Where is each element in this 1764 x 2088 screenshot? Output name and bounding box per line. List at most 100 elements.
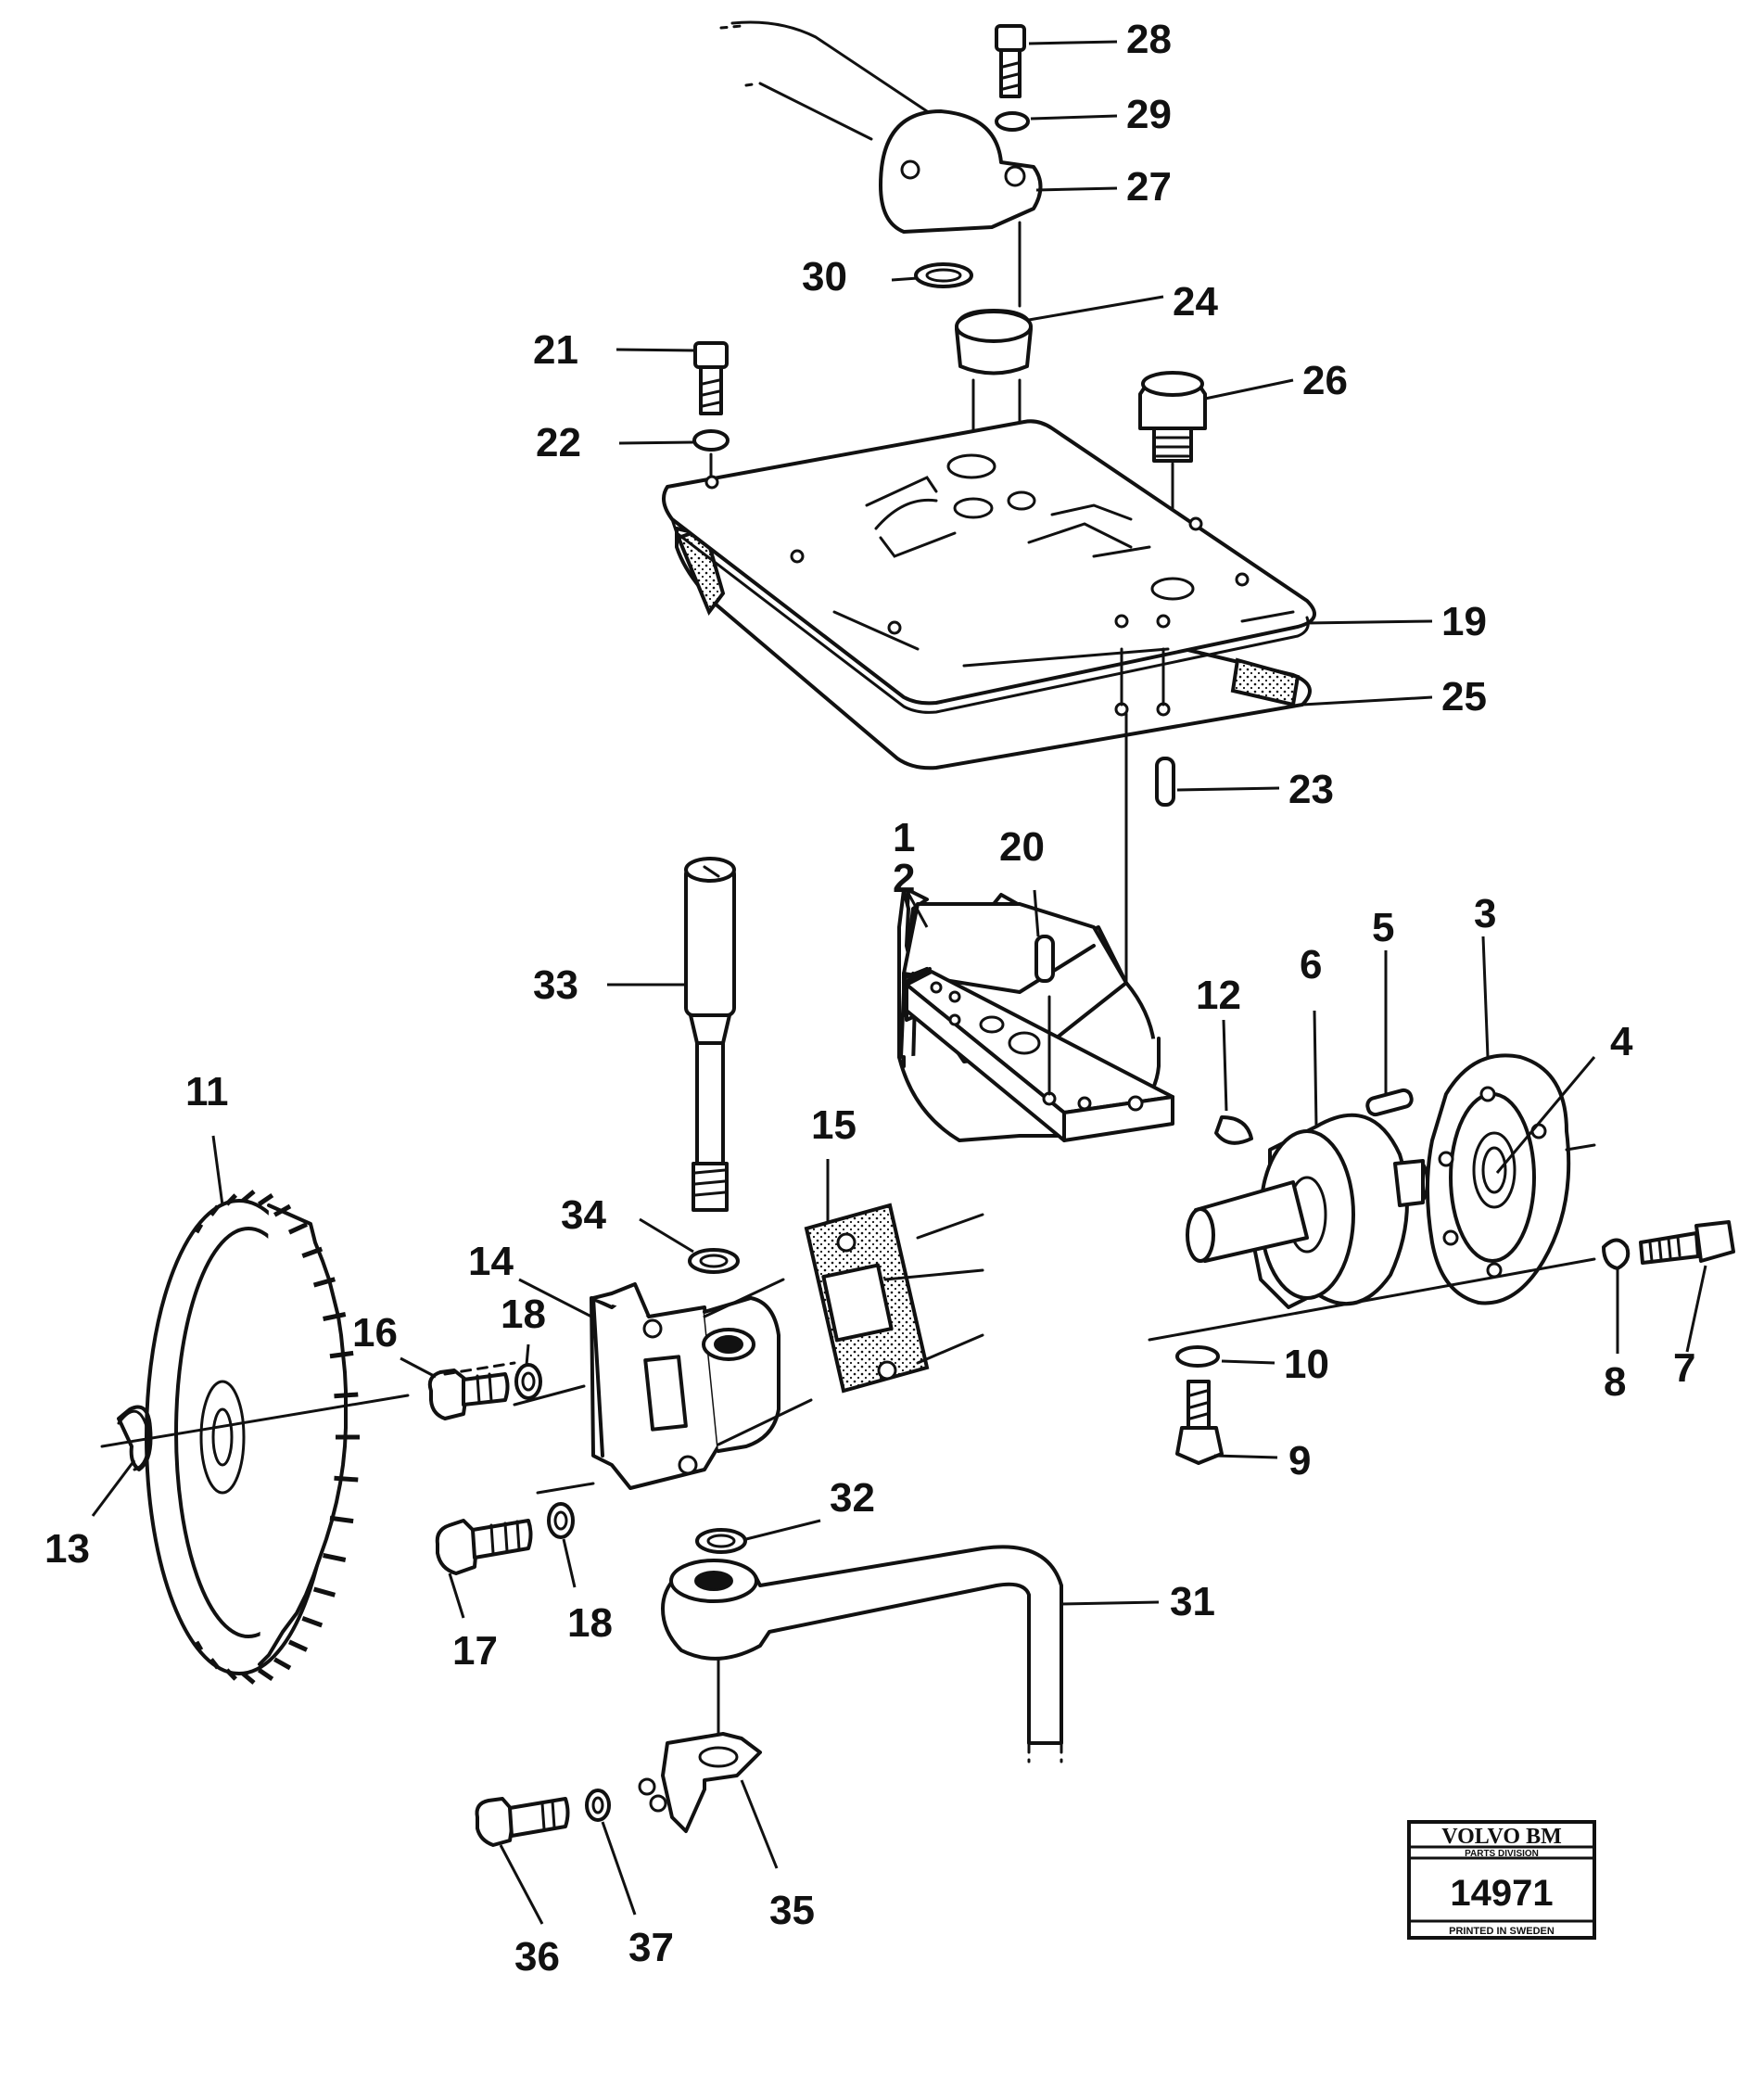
- pump-shaft-4: [1186, 1159, 1429, 1263]
- gear-tooth: [323, 1553, 347, 1562]
- callout-8: 8: [1604, 1359, 1626, 1405]
- callout-20-main: 20: [999, 824, 1045, 870]
- gear-tooth: [312, 1277, 336, 1288]
- gear-tooth: [241, 1672, 256, 1685]
- dowel-pin-23: [1155, 757, 1175, 807]
- callout-9: 9: [1288, 1438, 1311, 1483]
- callout-7: 7: [1673, 1345, 1695, 1391]
- bolt-17: [435, 1519, 533, 1575]
- bolt-16: [427, 1369, 510, 1420]
- gear-teeth-marks: [194, 1190, 360, 1685]
- callout-10: 10: [1284, 1342, 1329, 1387]
- bolt-21: [693, 341, 729, 415]
- callout-28: 28: [1126, 17, 1172, 62]
- flange-boss: [702, 1296, 780, 1453]
- bolt-7: [1639, 1220, 1735, 1265]
- dowel-pin-20: [1034, 935, 1055, 983]
- washer-29: [995, 111, 1030, 132]
- pump-cover-3: [1426, 1053, 1571, 1305]
- callout-2: 2: [893, 856, 915, 901]
- gear-11: [145, 1199, 348, 1675]
- callout-19: 19: [1441, 599, 1487, 644]
- washer-22: [692, 429, 730, 452]
- gear-tooth: [312, 1586, 336, 1598]
- stamp-brand: VOLVO BM: [1441, 1825, 1562, 1849]
- suction-pipe-31: [661, 1545, 1063, 1763]
- callout-18-upper: 18: [501, 1292, 546, 1337]
- pump-gear-6: [1250, 1113, 1409, 1309]
- oil-pipe-upper: [719, 20, 929, 141]
- gear-tooth: [194, 1640, 204, 1651]
- bolt-36: [475, 1797, 570, 1847]
- gear-tooth: [224, 1193, 237, 1206]
- stamp-division: PARTS DIVISION: [1465, 1849, 1539, 1859]
- stamp-number: 14971: [1450, 1873, 1553, 1914]
- callout-26: 26: [1302, 358, 1348, 403]
- gear-tooth: [273, 1657, 292, 1671]
- stud-33: [684, 857, 736, 1212]
- callout-14: 14: [468, 1239, 514, 1284]
- gear-tooth: [273, 1203, 292, 1217]
- callout-16: 16: [352, 1310, 398, 1356]
- stamp-printed: PRINTED IN SWEDEN: [1449, 1926, 1555, 1937]
- callout-13: 13: [44, 1526, 90, 1572]
- callout-30: 30: [802, 254, 847, 299]
- pipe-flange-27: [879, 109, 1043, 234]
- callout-5: 5: [1372, 905, 1394, 950]
- gear-tooth: [224, 1668, 237, 1681]
- gear-tooth: [334, 1475, 359, 1483]
- gear-tooth: [329, 1515, 354, 1524]
- gear-tooth: [194, 1223, 204, 1234]
- gear-tooth: [209, 1658, 220, 1670]
- cover-plate-19: [662, 419, 1316, 714]
- callout-24: 24: [1173, 279, 1218, 325]
- gear-tooth: [323, 1312, 347, 1321]
- washer-10: [1175, 1345, 1220, 1368]
- callout-35: 35: [769, 1888, 815, 1933]
- gear-tooth: [209, 1204, 220, 1216]
- intake-flange-14: [590, 1282, 720, 1490]
- callout-37: 37: [628, 1925, 674, 1970]
- lock-washer-8: [1602, 1238, 1631, 1270]
- callout-11: 11: [185, 1069, 229, 1114]
- volvo-bm-stamp: VOLVO BM PARTS DIVISION 14971 PRINTED IN…: [1407, 1820, 1596, 1940]
- callout-31: 31: [1170, 1579, 1215, 1624]
- gear-tooth: [287, 1222, 309, 1235]
- strainer-cup-24: [955, 309, 1033, 376]
- callout-29: 29: [1126, 92, 1172, 137]
- callout-25: 25: [1441, 674, 1487, 719]
- gear-tooth: [301, 1615, 324, 1628]
- gear-tooth: [301, 1246, 324, 1259]
- gear-tooth: [257, 1668, 274, 1682]
- callout-12: 12: [1196, 973, 1241, 1018]
- callout-36: 36: [514, 1934, 560, 1980]
- callout-34: 34: [561, 1192, 606, 1238]
- callout-27: 27: [1126, 164, 1172, 210]
- dowel-pin-5: [1365, 1088, 1414, 1117]
- callout-3: 3: [1474, 891, 1496, 936]
- bolt-9: [1175, 1380, 1224, 1465]
- callout-15: 15: [811, 1102, 857, 1148]
- callout-4: 4: [1610, 1019, 1633, 1064]
- breather-plug-26: [1138, 371, 1207, 463]
- callout-1: 1: [893, 815, 915, 860]
- callout-21: 21: [533, 327, 578, 373]
- leader-lines: [91, 40, 1707, 1925]
- bracket-2: [902, 967, 932, 985]
- gear-tooth: [329, 1350, 354, 1359]
- callout-33: 33: [533, 962, 578, 1008]
- gear-tooth: [241, 1190, 256, 1203]
- flange-gasket-15: [804, 1203, 930, 1394]
- pipe-bracket-35: [638, 1732, 762, 1833]
- callout-22: 22: [536, 420, 581, 465]
- gear-tooth: [287, 1639, 309, 1652]
- bracket-2-final: [905, 970, 1174, 1142]
- callout-23: 23: [1288, 767, 1334, 812]
- bolt-28: [995, 24, 1026, 98]
- circlip-13: [117, 1405, 153, 1471]
- callout-32: 32: [830, 1475, 875, 1521]
- gear-tooth: [334, 1392, 359, 1399]
- callout-18-lower: 18: [567, 1600, 613, 1646]
- gear-tooth: [257, 1192, 274, 1206]
